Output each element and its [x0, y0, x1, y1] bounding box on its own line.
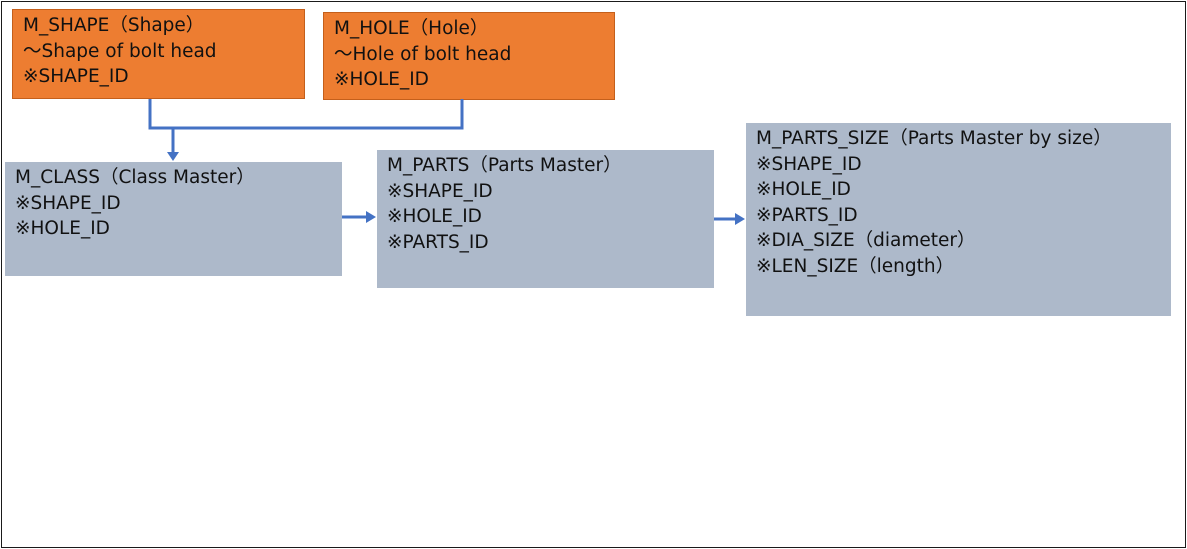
m-hole-description: ～Hole of bolt head: [334, 43, 512, 65]
m-hole-field-hole-id: ※HOLE_ID: [334, 69, 429, 90]
m-class-field-hole-id: ※HOLE_ID: [15, 218, 110, 239]
m-parts-field-parts-id: ※PARTS_ID: [387, 231, 489, 253]
m-class-box: M_CLASS（Class Master） ※SHAPE_ID ※HOLE_ID: [5, 162, 342, 276]
m-parts-size-field-shape-id: ※SHAPE_ID: [756, 153, 862, 175]
m-shape-title: M_SHAPE（Shape）: [23, 15, 205, 36]
m-class-title: M_CLASS（Class Master）: [15, 167, 255, 188]
m-class-field-shape-id: ※SHAPE_ID: [15, 192, 121, 214]
arrowhead-into-class: [167, 152, 179, 161]
m-shape-box: M_SHAPE（Shape） ～Shape of bolt head ※SHAP…: [12, 9, 305, 99]
m-parts-size-field-len-size: ※LEN_SIZE（length）: [756, 255, 955, 277]
m-parts-size-box: M_PARTS_SIZE（Parts Master by size） ※SHAP…: [746, 123, 1171, 316]
m-parts-size-field-parts-id: ※PARTS_ID: [756, 204, 858, 226]
m-shape-field-shape-id: ※SHAPE_ID: [23, 66, 129, 87]
m-parts-size-field-hole-id: ※HOLE_ID: [756, 179, 851, 200]
m-hole-title: M_HOLE（Hole）: [334, 18, 489, 39]
m-hole-box: M_HOLE（Hole） ～Hole of bolt head ※HOLE_ID: [323, 12, 615, 100]
m-shape-description: ～Shape of bolt head: [23, 40, 217, 62]
arrowhead-into-parts: [366, 211, 376, 223]
m-parts-size-field-dia-size: ※DIA_SIZE（diameter）: [756, 230, 976, 251]
m-parts-size-title: M_PARTS_SIZE（Parts Master by size）: [756, 128, 1112, 149]
m-parts-box: M_PARTS（Parts Master） ※SHAPE_ID ※HOLE_ID…: [377, 150, 714, 288]
m-parts-title: M_PARTS（Parts Master）: [387, 155, 622, 176]
connector-shape-hole-bracket: [148, 99, 464, 130]
m-parts-field-hole-id: ※HOLE_ID: [387, 206, 482, 227]
arrowhead-into-parts-size: [735, 213, 745, 225]
m-parts-field-shape-id: ※SHAPE_ID: [387, 180, 493, 202]
